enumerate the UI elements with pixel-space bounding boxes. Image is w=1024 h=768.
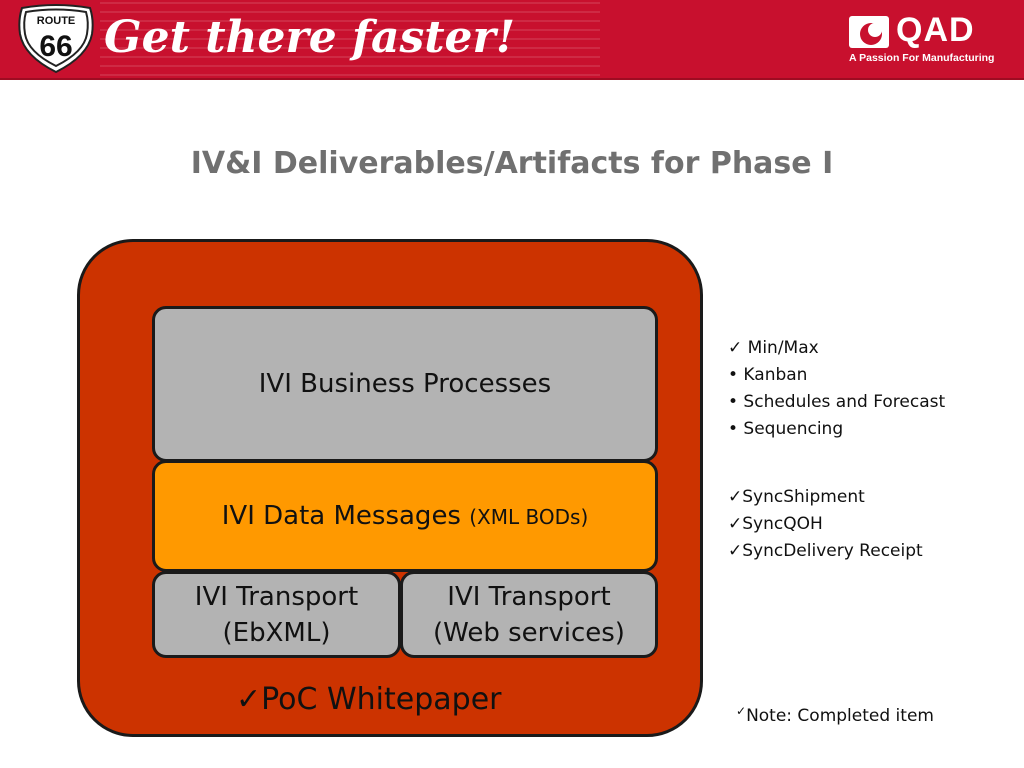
list-item: ✓SyncShipment — [728, 487, 865, 507]
business-processes-box: IVI Business Processes — [152, 306, 658, 462]
data-messages-label: IVI Data Messages (XML BODs) — [222, 501, 589, 531]
transport-webservices-line1: IVI Transport — [447, 581, 611, 612]
poc-whitepaper-label: ✓PoC Whitepaper — [236, 682, 502, 717]
route-label: ROUTE — [37, 15, 76, 27]
header-banner: ROUTE 66 Get there faster! QAD A Passion… — [0, 0, 1024, 80]
message-list: ✓SyncShipment ✓SyncQOH ✓SyncDelivery Rec… — [728, 484, 923, 565]
process-list: ✓ Min/Max • Kanban • Schedules and Forec… — [728, 335, 945, 443]
qad-logo-mark-icon — [849, 16, 889, 48]
list-item: ✓ Min/Max — [728, 338, 819, 358]
tagline: Get there faster! — [104, 12, 516, 63]
transport-ebxml-label: IVI Transport (EbXML) — [195, 579, 358, 651]
qad-logo-text: QAD — [896, 11, 975, 49]
check-icon: ✓ — [736, 704, 747, 718]
transport-ebxml-line2: (EbXML) — [222, 617, 331, 648]
transport-webservices-label: IVI Transport (Web services) — [433, 579, 625, 651]
route-number: 66 — [39, 30, 72, 63]
transport-webservices-line2: (Web services) — [433, 617, 625, 648]
transport-ebxml-line1: IVI Transport — [194, 581, 359, 612]
route-66-shield-icon: ROUTE 66 — [18, 4, 94, 74]
list-item: • Schedules and Forecast — [728, 392, 946, 412]
business-processes-label: IVI Business Processes — [258, 369, 552, 399]
data-messages-box: IVI Data Messages (XML BODs) — [152, 460, 658, 572]
data-messages-main: IVI Data Messages — [221, 501, 461, 531]
completed-note: ✓Note: Completed item — [736, 699, 934, 728]
qad-logo-subtitle: A Passion For Manufacturing — [849, 52, 995, 64]
list-item: ✓SyncDelivery Receipt — [728, 541, 923, 561]
banner-watermark-texture — [100, 2, 600, 76]
transport-ebxml-box: IVI Transport (EbXML) — [152, 571, 401, 658]
list-item: • Sequencing — [728, 419, 844, 439]
data-messages-suffix: (XML BODs) — [469, 505, 589, 529]
list-item: • Kanban — [728, 365, 808, 385]
list-item: ✓SyncQOH — [728, 514, 823, 534]
slide-title: IV&I Deliverables/Artifacts for Phase I — [190, 146, 834, 181]
note-text: Note: Completed item — [746, 706, 934, 726]
transport-webservices-box: IVI Transport (Web services) — [400, 571, 658, 658]
